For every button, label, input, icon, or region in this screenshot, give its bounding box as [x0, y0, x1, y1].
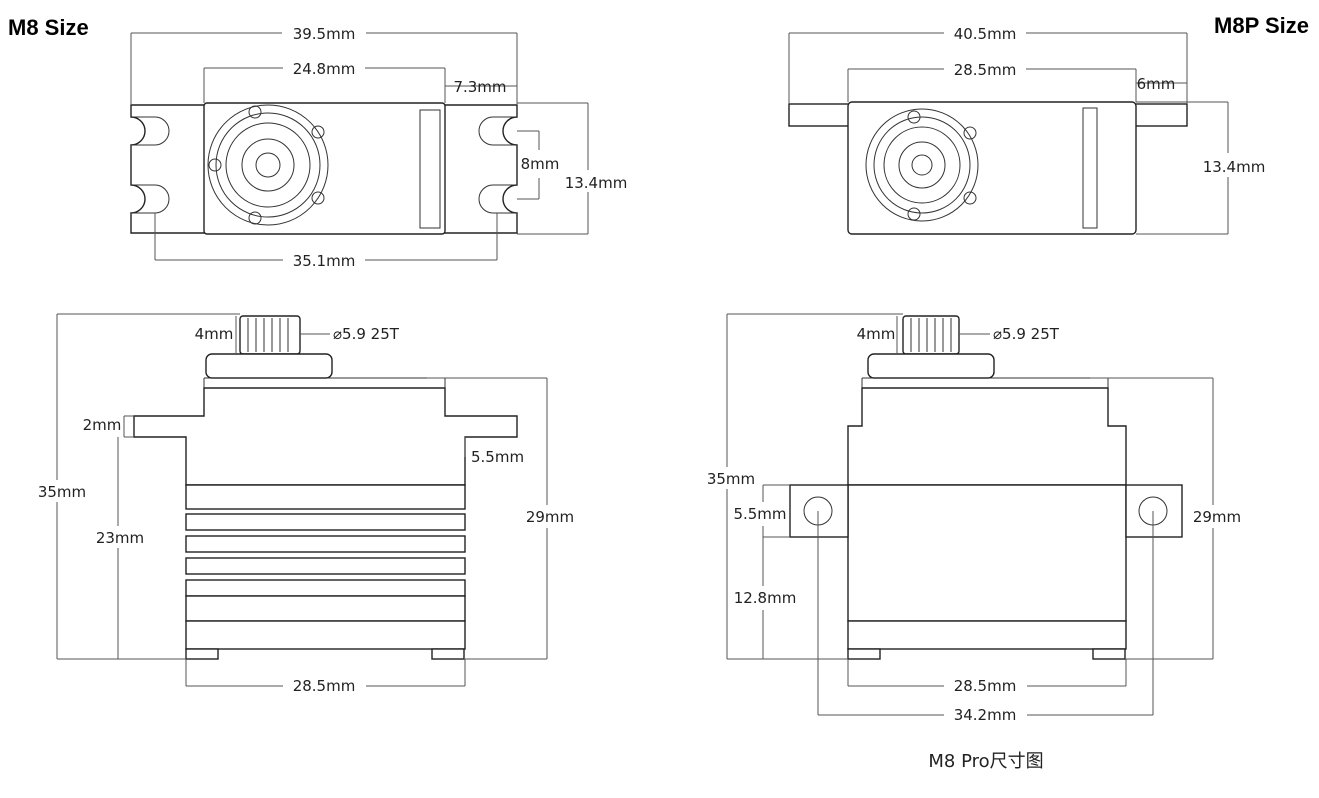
m8-side-spline-height: 4mm [195, 325, 234, 343]
m8-side-width: 28.5mm [293, 677, 356, 695]
m8p-side-width: 28.5mm [954, 677, 1017, 695]
m8-top-case-width: 24.8mm [293, 60, 356, 78]
m8-top-total-width: 39.5mm [293, 25, 356, 43]
m8-top-hole-spacing-h: 35.1mm [293, 252, 356, 270]
m8p-side-lower-height: 12.8mm [734, 589, 797, 607]
m8-side-body-height: 29mm [526, 508, 574, 526]
m8p-top-tab-width: 6mm [1137, 75, 1176, 93]
m8-side-view: 4mm ⌀5.9 25T 35mm 2mm 23mm 5.5mm 29mm 28… [38, 313, 574, 695]
title-m8p: M8P Size [1214, 13, 1309, 38]
m8p-side-spline-height: 4mm [857, 325, 896, 343]
title-m8: M8 Size [8, 15, 89, 40]
m8p-top-case-width: 28.5mm [954, 61, 1017, 79]
m8-side-flange-offset: 5.5mm [471, 448, 524, 466]
m8p-side-spline-spec: ⌀5.9 25T [993, 325, 1060, 343]
m8-side-lower-height: 23mm [96, 529, 144, 547]
figure-caption: M8 Pro尺寸图 [928, 751, 1043, 772]
m8p-side-view: 4mm ⌀5.9 25T 35mm 5.5mm 12.8mm 29mm 28.5… [707, 313, 1241, 724]
m8-side-total-height: 35mm [38, 483, 86, 501]
m8p-side-body-height: 29mm [1193, 508, 1241, 526]
m8p-side-hole-spacing: 34.2mm [954, 706, 1017, 724]
m8p-side-tab-height: 5.5mm [733, 505, 786, 523]
m8-side-spline-spec: ⌀5.9 25T [333, 325, 400, 343]
m8-side-flange-height: 2mm [83, 416, 122, 434]
m8p-top-height: 13.4mm [1203, 158, 1266, 176]
m8-top-height: 13.4mm [565, 174, 628, 192]
m8p-top-view: 40.5mm 28.5mm 6mm 13.4mm [788, 25, 1266, 235]
m8-top-view: 39.5mm 24.8mm 7.3mm 8mm 13.4mm 35.1mm [130, 25, 628, 270]
m8p-top-total-width: 40.5mm [954, 25, 1017, 43]
m8-top-tab-width: 7.3mm [453, 78, 506, 96]
m8p-side-total-height: 35mm [707, 470, 755, 488]
m8-top-hole-spacing-v: 8mm [521, 155, 560, 173]
